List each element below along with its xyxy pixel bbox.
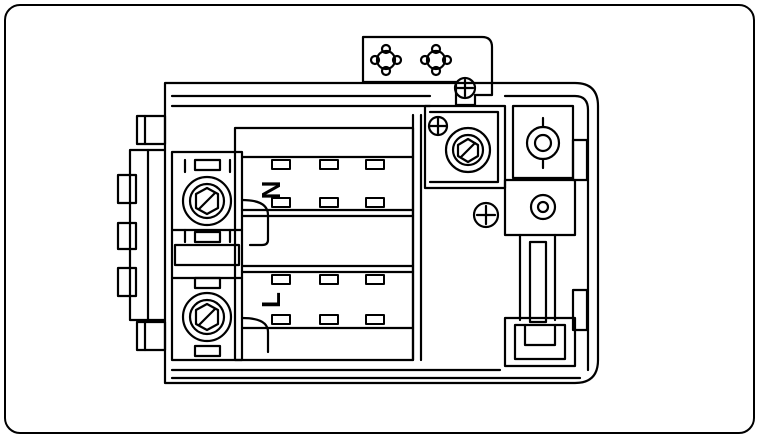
neutral-label: N (256, 181, 286, 200)
neutral-terminal-screw (181, 158, 233, 244)
terminal-labels: N L (256, 181, 286, 308)
wire-channel (233, 113, 423, 362)
line-label: L (256, 292, 286, 308)
left-mounting-clips (116, 114, 167, 352)
contact-slots (271, 159, 385, 325)
housing-body (163, 81, 600, 385)
earth-bracket (361, 35, 494, 107)
line-terminal-screw (181, 276, 233, 358)
earth-terminal-assembly (423, 104, 589, 368)
